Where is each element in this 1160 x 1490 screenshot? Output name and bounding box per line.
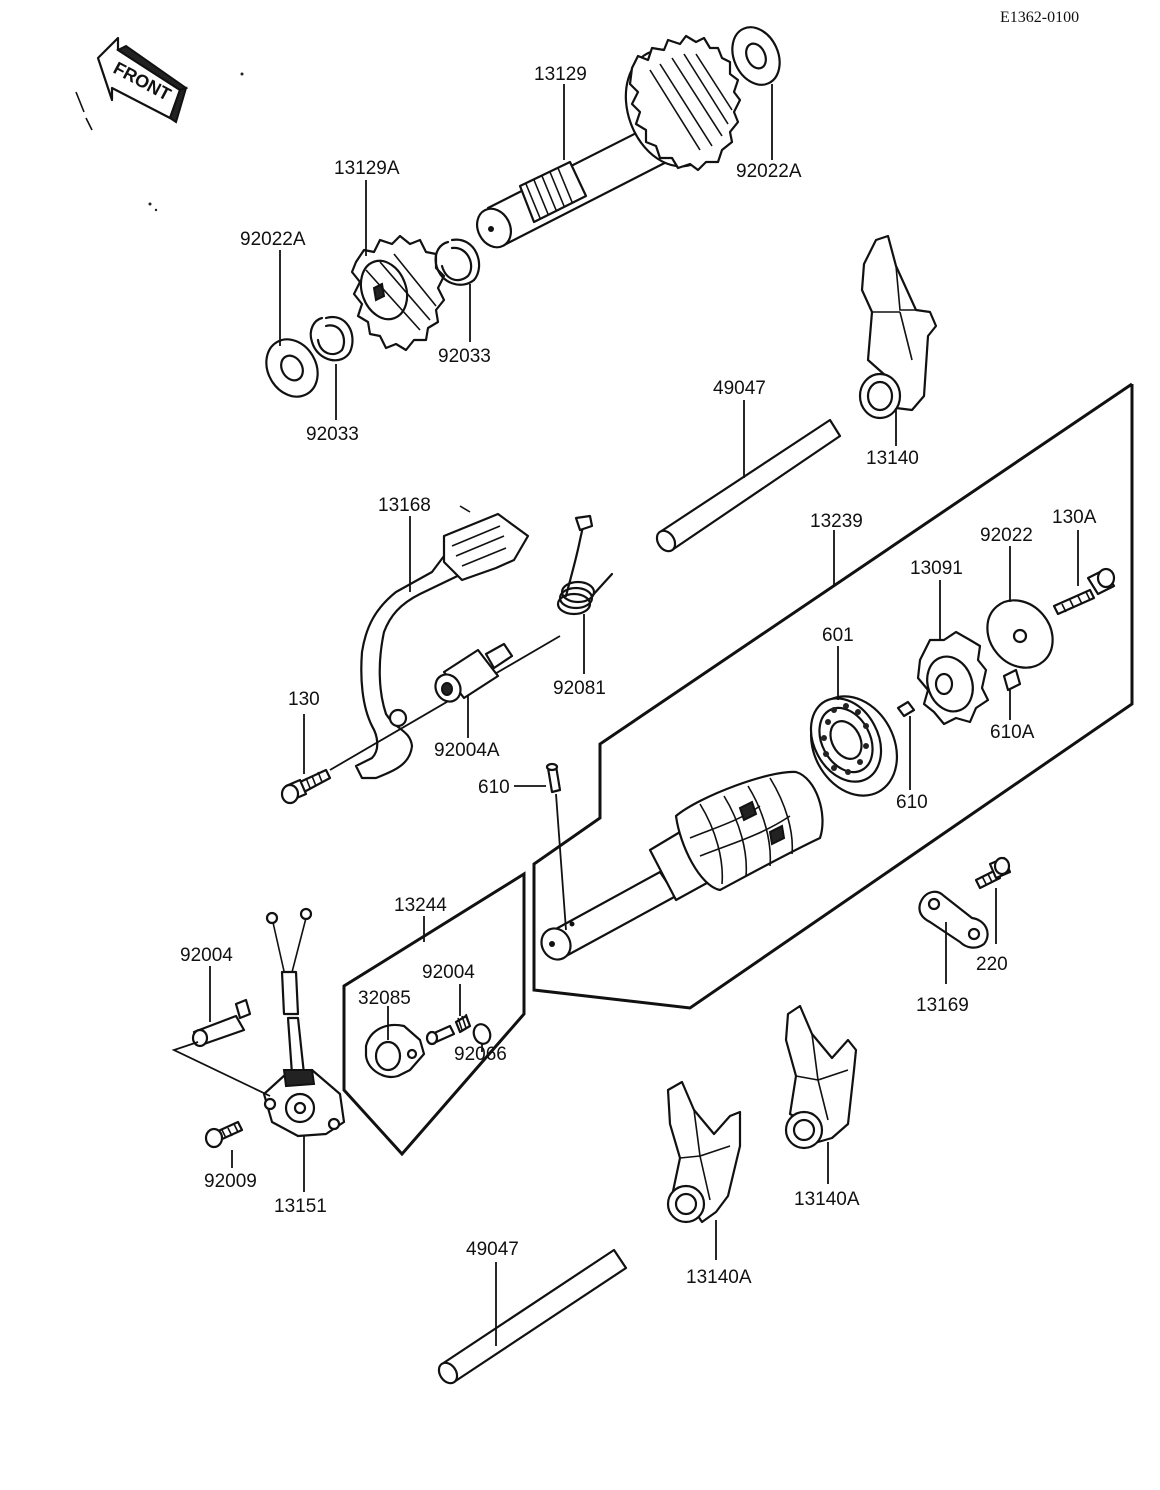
label-13129A: 13129A bbox=[334, 158, 400, 179]
washer-92022A-top bbox=[731, 26, 781, 86]
label-92004A: 92004A bbox=[434, 740, 500, 761]
label-601: 601 bbox=[822, 625, 854, 646]
assembly-box-13239 bbox=[532, 382, 1134, 1010]
label-92033-left: 92033 bbox=[306, 424, 359, 445]
neutral-switch-13151 bbox=[262, 907, 346, 1138]
label-13169: 13169 bbox=[916, 995, 969, 1016]
washer-92022 bbox=[986, 599, 1054, 669]
label-92009: 92009 bbox=[204, 1171, 257, 1192]
label-13151: 13151 bbox=[274, 1196, 327, 1217]
label-610A: 610A bbox=[990, 722, 1035, 743]
spring-92081 bbox=[556, 514, 614, 616]
leader-610-drum bbox=[555, 793, 567, 931]
shift-fork-13140A-left bbox=[666, 1080, 742, 1224]
cam-plate-13091 bbox=[916, 630, 1022, 726]
label-92066: 92066 bbox=[454, 1044, 507, 1065]
circlip-92033-left bbox=[309, 315, 354, 362]
axis-line-pedal bbox=[329, 635, 561, 771]
spring-92081A bbox=[454, 1013, 472, 1034]
shift-rod-49047-top bbox=[655, 418, 842, 553]
label-13168: 13168 bbox=[378, 495, 431, 516]
gear-shaft-13129 bbox=[475, 34, 742, 249]
label-92022A-top: 92022A bbox=[736, 161, 802, 182]
bolt-92009 bbox=[204, 1120, 244, 1149]
label-32085: 32085 bbox=[358, 988, 411, 1009]
pin-610-left bbox=[545, 762, 562, 794]
shift-pedal-13168 bbox=[354, 512, 530, 780]
label-13244: 13244 bbox=[394, 895, 447, 916]
gear-13129A bbox=[350, 234, 446, 352]
axis-line-92004 bbox=[171, 1041, 271, 1097]
label-610-right: 610 bbox=[896, 792, 928, 813]
washer-92022A-left bbox=[265, 338, 319, 398]
label-49047-bottom: 49047 bbox=[466, 1239, 519, 1260]
bolt-130 bbox=[280, 768, 332, 805]
label-13140A-right: 13140A bbox=[794, 1189, 860, 1210]
spacer-92004 bbox=[191, 998, 252, 1048]
label-92022: 92022 bbox=[980, 525, 1033, 546]
label-13140A-left: 13140A bbox=[686, 1267, 752, 1288]
shift-drum bbox=[540, 770, 824, 961]
assembly-box-13244 bbox=[342, 871, 526, 1157]
label-92033-right: 92033 bbox=[438, 346, 491, 367]
label-92004: 92004 bbox=[180, 945, 233, 966]
shift-fork-13140 bbox=[858, 234, 938, 420]
label-220: 220 bbox=[976, 954, 1008, 975]
label-13140: 13140 bbox=[866, 448, 919, 469]
bolt-130A bbox=[1052, 567, 1116, 616]
label-13129: 13129 bbox=[534, 64, 587, 85]
detent-pin bbox=[425, 1024, 456, 1046]
label-13239: 13239 bbox=[810, 511, 863, 532]
label-130A: 130A bbox=[1052, 507, 1097, 528]
shift-rod-49047-bottom bbox=[437, 1248, 628, 1385]
bolt-220 bbox=[974, 856, 1012, 890]
label-49047-top: 49047 bbox=[713, 378, 766, 399]
lever-32085 bbox=[364, 1023, 426, 1078]
front-arrow-icon: FRONT bbox=[96, 36, 189, 124]
diagram-code: E1362-0100 bbox=[1000, 9, 1079, 26]
circlip-92033-right bbox=[434, 238, 481, 286]
leader-tick bbox=[459, 505, 471, 513]
label-130: 130 bbox=[288, 689, 320, 710]
label-92022A-left: 92022A bbox=[240, 229, 306, 250]
scan-specks bbox=[75, 72, 244, 212]
label-13091: 13091 bbox=[910, 558, 963, 579]
stopper-plate-13169 bbox=[918, 890, 989, 949]
cap-92066 bbox=[472, 1023, 492, 1045]
label-610-left: 610 bbox=[478, 777, 510, 798]
label-92081: 92081 bbox=[553, 678, 606, 699]
pin-610-right bbox=[896, 700, 916, 718]
bearing-601 bbox=[809, 695, 899, 797]
spacer-92004A bbox=[434, 642, 514, 703]
label-92081A: 92004 bbox=[422, 962, 475, 983]
shift-fork-13140A-right bbox=[784, 1004, 858, 1150]
